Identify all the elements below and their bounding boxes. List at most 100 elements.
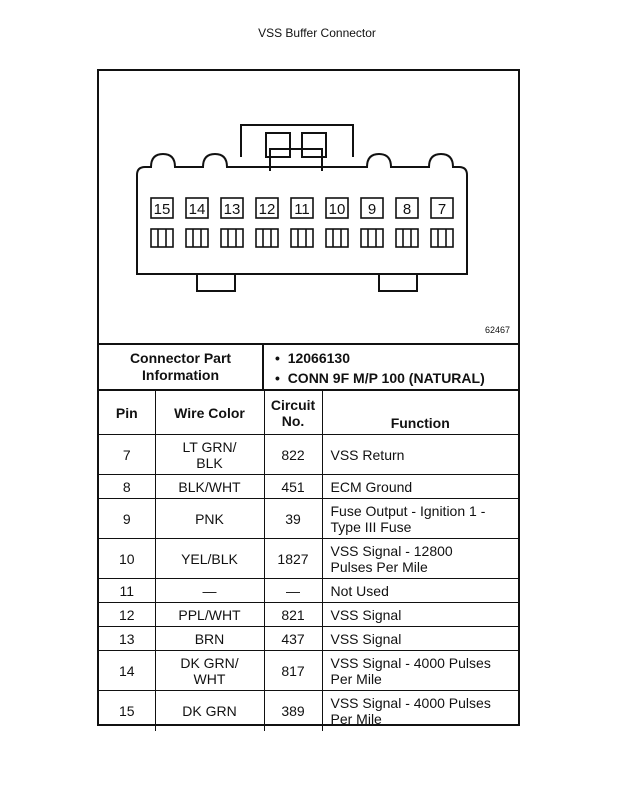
wire-color-cell-text: — [202, 582, 217, 599]
header-function: Function [321, 389, 518, 435]
cavity-number: 11 [294, 201, 310, 218]
pin-cell-text: 14 [118, 662, 135, 679]
connector-description: CONN 9F M/P 100 (NATURAL) [275, 368, 485, 388]
function-cell: VSS Signal [321, 626, 518, 651]
cavity-label-13: 13 [220, 197, 244, 219]
connector-part-info: Connector Part Information 12066130 CONN… [99, 343, 518, 389]
circuit-cell: — [263, 578, 323, 603]
cavity-label-7: 7 [430, 197, 454, 219]
wire-color-cell: BRN [154, 626, 265, 651]
wire-color-cell-text: DK GRN [182, 702, 237, 719]
terminal-slot [395, 228, 419, 248]
pin-cell: 12 [99, 602, 156, 627]
terminal-slot [430, 228, 454, 248]
function-cell-text: Type III Fuse [330, 518, 412, 535]
function-cell: Not Used [321, 578, 518, 603]
pin-cell: 9 [99, 498, 156, 539]
pin-row: 11 — — Not Used [99, 578, 518, 603]
function-cell-text: ECM Ground [330, 478, 413, 495]
pin-cell: 15 [99, 690, 156, 731]
circuit-cell: 817 [263, 650, 323, 691]
pin-cell-text: 8 [122, 478, 131, 495]
terminal-slot [150, 228, 174, 248]
circuit-cell-text: 437 [281, 630, 305, 647]
cavity-number: 13 [224, 201, 241, 218]
part-info-label: Connector Part Information [99, 345, 264, 389]
circuit-cell: 39 [263, 498, 323, 539]
pin-cell: 10 [99, 538, 156, 579]
cavity-number: 14 [189, 201, 206, 218]
circuit-cell: 437 [263, 626, 323, 651]
part-info-label-line1: Connector Part [129, 350, 232, 366]
cavity-number: 10 [329, 201, 346, 218]
cavity-label-9: 9 [360, 197, 384, 219]
circuit-cell: 451 [263, 474, 323, 499]
wire-color-cell: BLK/WHT [154, 474, 265, 499]
header-circuit-line2: No. [281, 412, 305, 429]
circuit-cell-text: 822 [281, 446, 305, 463]
pin-cell-text: 10 [118, 550, 135, 567]
terminal-slot [325, 228, 349, 248]
cavity-label-15: 15 [150, 197, 174, 219]
wire-color-cell: DK GRN/WHT [154, 650, 265, 691]
header-pin: Pin [99, 389, 156, 435]
cavity-label-14: 14 [185, 197, 209, 219]
terminal-slot [185, 228, 209, 248]
function-cell: VSS Return [321, 434, 518, 475]
circuit-cell: 821 [263, 602, 323, 627]
circuit-cell-text: 1827 [277, 550, 309, 567]
cavity-number: 7 [438, 201, 446, 218]
wire-color-cell-text: LT GRN/ [182, 438, 237, 455]
terminal-slot [220, 228, 244, 248]
terminal-slot [290, 228, 314, 248]
wire-color-cell-text: WHT [193, 670, 226, 687]
cavity-number: 9 [368, 201, 376, 218]
wire-color-cell: LT GRN/BLK [154, 434, 265, 475]
circuit-cell-text: 39 [285, 510, 301, 527]
cavity-label-11: 11 [290, 197, 314, 219]
circuit-cell-text: — [286, 582, 300, 599]
circuit-cell: 822 [263, 434, 323, 475]
pin-cell: 13 [99, 626, 156, 651]
pin-cell-text: 11 [119, 582, 135, 599]
pin-cell-text: 15 [118, 702, 135, 719]
circuit-cell-text: 389 [281, 702, 305, 719]
pin-cell: 14 [99, 650, 156, 691]
circuit-cell-text: 817 [281, 662, 305, 679]
wire-color-cell: PPL/WHT [154, 602, 265, 627]
wire-color-cell-text: YEL/BLK [181, 550, 238, 567]
circuit-cell: 1827 [263, 538, 323, 579]
function-cell: ECM Ground [321, 474, 518, 499]
cavity-number: 12 [259, 201, 276, 218]
wire-color-cell-text: BLK [196, 454, 223, 471]
function-cell-text: VSS Signal [330, 606, 402, 623]
pin-row: 9 PNK 39 Fuse Output - Ignition 1 -Type III… [99, 498, 518, 539]
pin-cell: 7 [99, 434, 156, 475]
cavity-label-12: 12 [255, 197, 279, 219]
function-cell-text: VSS Return [330, 446, 405, 463]
figure-number: 62467 [484, 325, 510, 335]
wire-color-cell: PNK [154, 498, 265, 539]
terminal-slot [360, 228, 384, 248]
cavity-label-10: 10 [325, 197, 349, 219]
header-wire-color: Wire Color [154, 389, 265, 435]
pin-cell-text: 9 [122, 510, 131, 527]
function-cell-text: Per Mile [330, 710, 382, 727]
pin-table-header: Pin Wire Color Circuit No. Function [99, 389, 518, 435]
function-cell-text: Not Used [330, 582, 389, 599]
page-title: VSS Buffer Connector [258, 26, 376, 40]
wire-color-cell-text: DK GRN/ [180, 654, 239, 671]
header-circuit-line1: Circuit [270, 396, 316, 413]
pin-cell: 11 [99, 578, 156, 603]
function-cell-text: Fuse Output - Ignition 1 - [330, 502, 486, 519]
wire-color-cell: YEL/BLK [154, 538, 265, 579]
